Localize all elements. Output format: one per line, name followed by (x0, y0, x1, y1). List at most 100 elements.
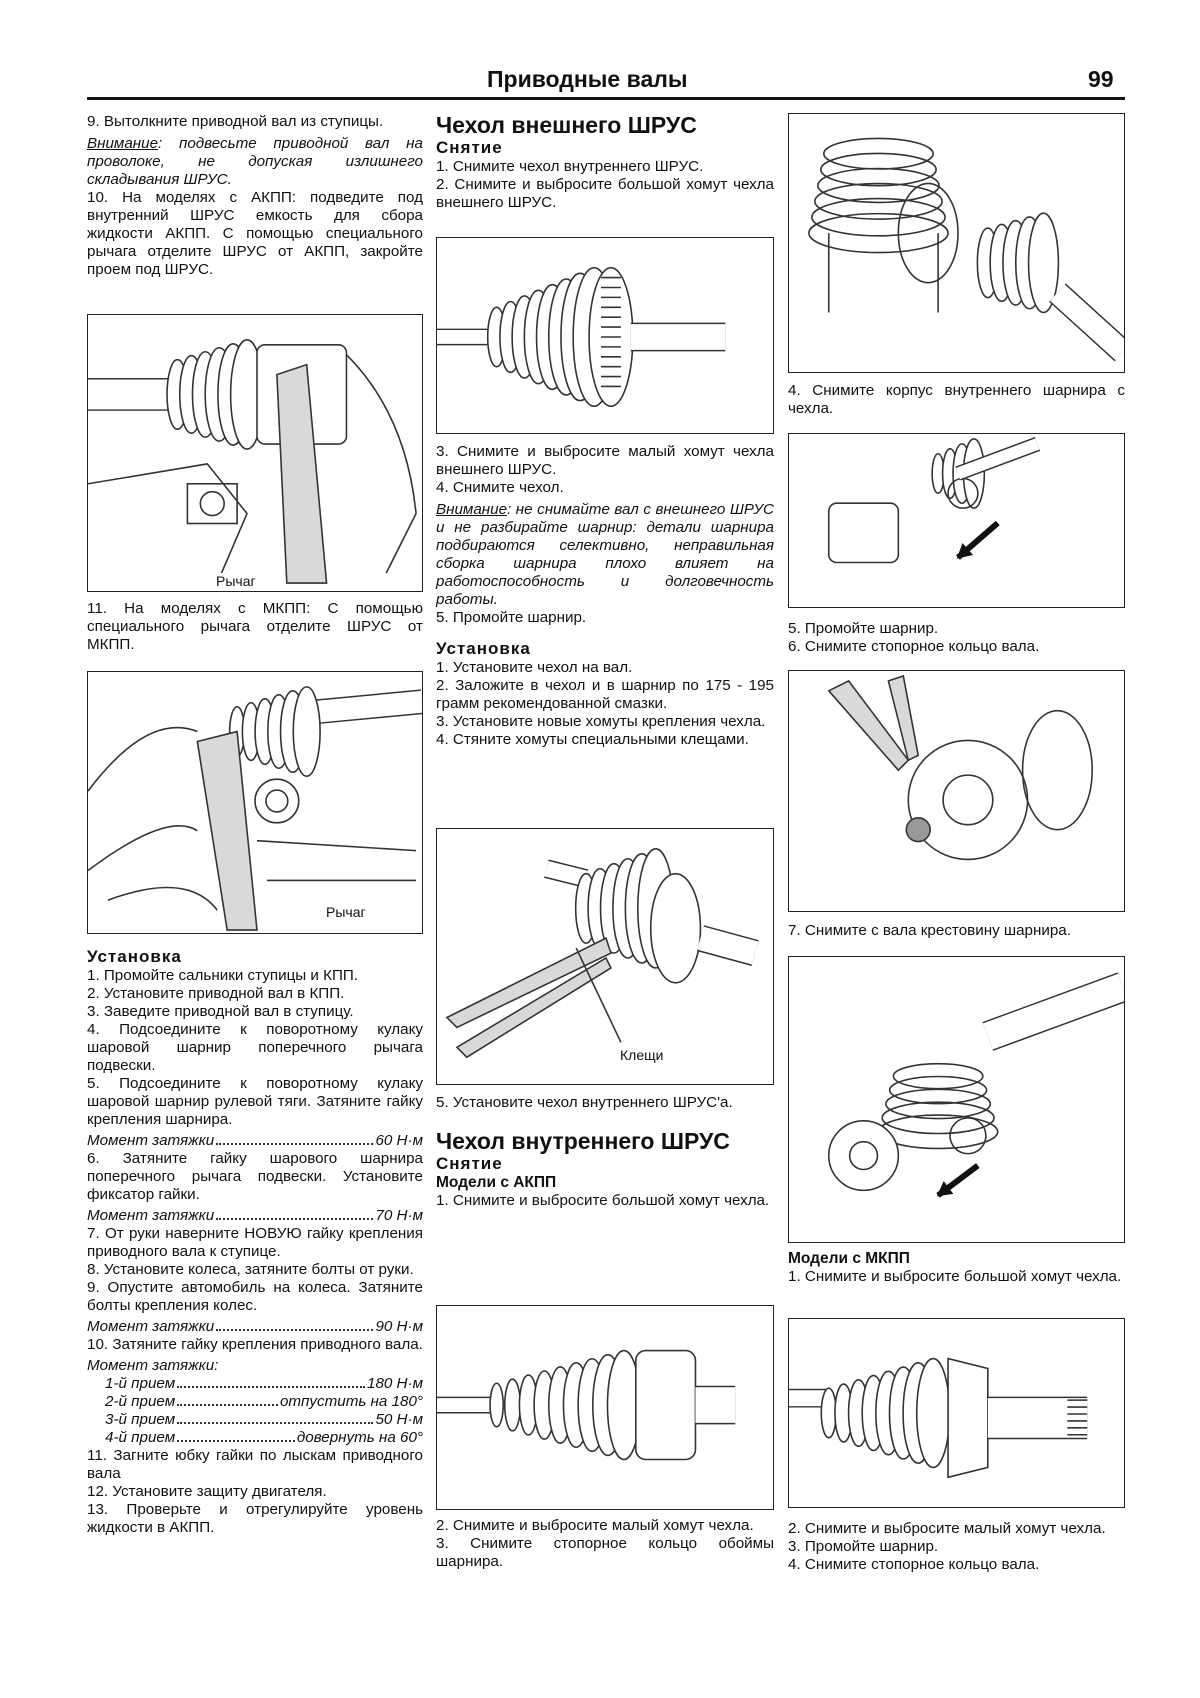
arrow-icon (936, 1181, 954, 1197)
warning-note: Внимание: не снимайте вал с внешнего ШРУ… (436, 501, 774, 609)
lever-tool (276, 363, 328, 584)
figure-inner-boot-mkpp (788, 1318, 1125, 1508)
torque-label: Момент затяжки (87, 1132, 215, 1149)
spider-hub (848, 1140, 879, 1171)
step: 9. Опустите автомобиль на колеса. Затяни… (87, 1279, 423, 1314)
bracket (186, 482, 238, 525)
torque-label: Момент затяжки: (87, 1357, 219, 1374)
middle-block-c: 5. Установите чехол внутреннего ШРУС'а. … (436, 1094, 774, 1210)
note-label: Внимание (87, 135, 159, 152)
body-part (88, 726, 218, 911)
boot-fold (820, 1387, 838, 1439)
boot-fold (808, 212, 949, 254)
section-title: Чехол внутреннего ШРУС (436, 1128, 730, 1154)
step: 2. Заложите в чехол и в шарнир по 175 - … (436, 677, 774, 712)
outer-joint (649, 872, 702, 984)
left-install: Установка 1. Промойте сальники ступицы и… (87, 947, 423, 1537)
page-number: 99 (1088, 66, 1114, 92)
snap-ring (905, 816, 931, 843)
boot-fold (503, 1378, 522, 1432)
step: 10. Затяните гайку крепления приводного … (87, 1336, 423, 1353)
note-label: Внимание (436, 501, 508, 518)
snap-ring-pliers (887, 674, 920, 762)
shaft-end (949, 1117, 987, 1155)
step: 3. Снимите стопорное кольцо обоймы шарни… (436, 1535, 774, 1570)
figure-caption: Рычаг (214, 573, 258, 589)
step: 7. От руки наверните НОВУЮ гайку креплен… (87, 1225, 423, 1260)
step: 1. Снимите чехол внутреннего ШРУС. (436, 158, 704, 175)
figure-spider-removal (788, 956, 1125, 1243)
boot-fold (489, 1382, 505, 1428)
step: 2. Установите приводной вал в КПП. (87, 985, 345, 1002)
joint-housing (827, 502, 900, 564)
boot-fold (811, 197, 946, 237)
bolt (254, 778, 300, 824)
arrow-icon (956, 543, 974, 559)
shaft (544, 860, 589, 887)
stage-value: отпустить на 180° (279, 1393, 423, 1410)
step: 3. Промойте шарнир. (788, 1538, 939, 1555)
step: 3. Установите новые хомуты крепления чех… (436, 713, 766, 730)
snap-ring (897, 182, 959, 284)
subsection-heading: Снятие (436, 138, 503, 157)
figure-drawing (827, 436, 1041, 564)
step: 2. Снимите и выбросите малый хомут чехла… (436, 1517, 754, 1534)
figure-snap-ring (788, 670, 1125, 912)
note-text: : не снимайте вал с внешнего ШРУС и не р… (436, 501, 774, 608)
right-block-c: 7. Снимите с вала крестовину шарнира. (788, 922, 1125, 940)
step: 4. Подсоедините к поворотному кулаку шар… (87, 1021, 423, 1074)
shaft (1050, 284, 1124, 361)
step: 9. Вытолкните приводной вал из ступицы. (87, 113, 384, 130)
middle-block-d: 2. Снимите и выбросите малый хомут чехла… (436, 1517, 774, 1571)
torque-label: Момент затяжки (87, 1318, 215, 1335)
figure-drawing (808, 137, 1124, 362)
step: 4. Снимите стопорное кольцо вала. (788, 1556, 1040, 1573)
step: 5. Промойте шарнир. (788, 620, 939, 637)
step: 13. Проверьте и отрегулируйте уровень жи… (87, 1501, 423, 1536)
boot-fold (814, 182, 943, 220)
left-block-b: 11. На моделях с МКПП: С помощью специал… (87, 600, 423, 654)
shaft (983, 973, 1124, 1050)
body-part (256, 839, 417, 882)
stage-label: 3-й прием (105, 1411, 176, 1428)
torque-spec: Момент затяжки 60 Н·м (87, 1132, 423, 1150)
model-heading: Модели с МКПП (788, 1250, 910, 1267)
model-heading: Модели с АКПП (436, 1174, 557, 1191)
figure-drawing (88, 339, 417, 584)
figure-drawing (827, 674, 1093, 861)
figure-drawing (437, 266, 726, 408)
stage-value: довернуть на 60° (296, 1429, 423, 1446)
step: 4. Стяните хомуты специальными клещами. (436, 731, 749, 748)
bolt (199, 490, 225, 517)
shaft (697, 926, 759, 965)
figure-drawing (827, 972, 1124, 1198)
joint-housing (947, 1357, 989, 1479)
subsection-heading: Снятие (436, 1154, 503, 1173)
figure-drawing (437, 1349, 736, 1461)
step: 6. Затяните гайку шарового шарнира попер… (87, 1150, 423, 1203)
step: 12. Установите защиту двигателя. (87, 1483, 327, 1500)
pliers-handle (445, 937, 612, 1029)
pliers-handle (455, 956, 613, 1059)
step: 5. Установите чехол внутреннего ШРУС'а. (436, 1094, 733, 1111)
figure-clamp-pliers: Клещи (436, 828, 774, 1085)
shaft (315, 690, 422, 723)
step: 10. На моделях с АКПП: подведите под вну… (87, 189, 423, 278)
header-rule (87, 97, 1125, 100)
torque-spec-heading: Момент затяжки: (87, 1357, 423, 1375)
torque-label: Момент затяжки (87, 1207, 215, 1224)
boot-fold (820, 152, 937, 187)
figure-drawing (445, 848, 759, 1059)
step: 2. Снимите и выбросите малый хомут чехла… (788, 1520, 1106, 1537)
step: 1. Снимите и выбросите большой хомут чех… (436, 1192, 770, 1209)
right-block-d: Модели с МКПП 1. Снимите и выбросите бол… (788, 1250, 1125, 1286)
step: 4. Снимите корпус внутреннего шарнира с … (788, 382, 1125, 417)
torque-value: 60 Н·м (375, 1132, 423, 1149)
body-part (88, 463, 248, 584)
step: 8. Установите колеса, затяните болты от … (87, 1261, 414, 1278)
